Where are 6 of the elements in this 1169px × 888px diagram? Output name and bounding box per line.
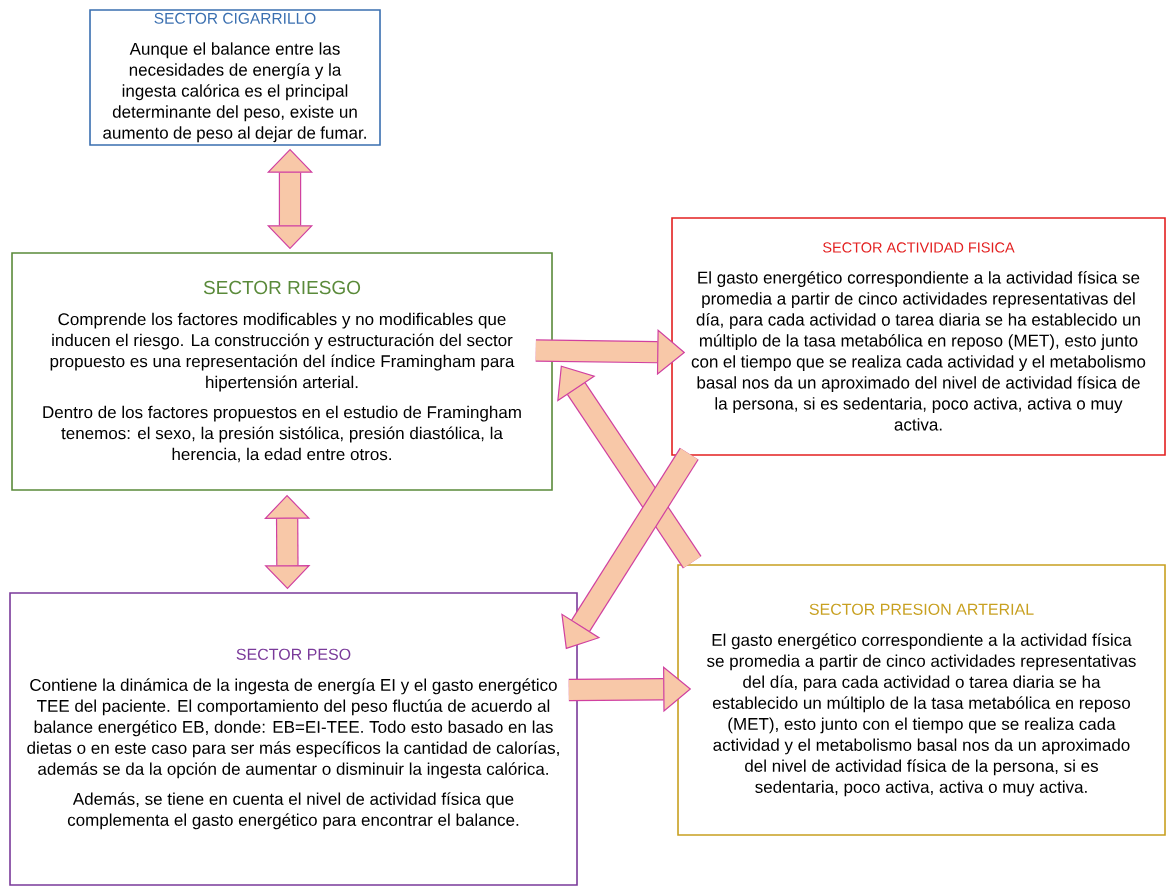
sector-box: SECTOR RIESGO Comprende los factores modificables y no modificables que inducen el riesgo. La construcción y estructuración del sector propuesto es una representación del índice Framingham para hipertensión arterial. Dentro de los factores propuestos en el estudio de Framingham tenemos: el sexo, la presión sistólica, presión diastólica, la herencia, la edad entre otros. xyxy=(11,252,553,491)
block-arrow xyxy=(557,365,702,569)
sector-box: SECTOR PESO Contiene la dinámica de la ingesta de energía EI y el gasto energético TEE del paciente. El comportamiento del peso fluctúa de acuerdo al balance energético EB, donde: EB=EI-TEE. Todo esto basado en las dietas o en este caso para ser más específicos la cantidad de calorías, además se da la opción de aumentar o disminuir la ingesta calórica. Además, se tiene en cuenta el nivel de actividad física que complementa el gasto energético para encontrar el balance. xyxy=(9,592,578,886)
sector-box: SECTOR PRESION ARTERIAL El gasto energético correspondiente a la actividad física se promedia a partir de cinco actividades representativas del día, para cada actividad o tarea diaria se ha establecido un múltiplo de la tasa metabólica en reposo (MET), esto junto con el tiempo que se realiza cada actividad y el metabolismo basal nos da un aproximado del nivel de actividad física de la persona, si es sedentaria, poco activa, activa o muy activa. xyxy=(677,564,1166,836)
sector-box: SECTOR ACTIVIDAD FISICA El gasto energético correspondiente a la actividad física se promedia a partir de cinco actividades representativas del día, para cada actividad o tarea diaria se ha establecido un múltiplo de la tasa metabólica en reposo (MET), esto junto con el tiempo que se realiza cada actividad y el metabolismo basal nos da un aproximado del nivel de actividad física de la persona, si es sedentaria, poco activa, activa o muy activa. xyxy=(671,217,1166,456)
sector-box: SECTOR CIGARRILLO Aunque el balance entre las necesidades de energía y la ingesta calórica es el principal determinante del peso, existe un aumento de peso al dejar de fumar. xyxy=(89,9,381,146)
